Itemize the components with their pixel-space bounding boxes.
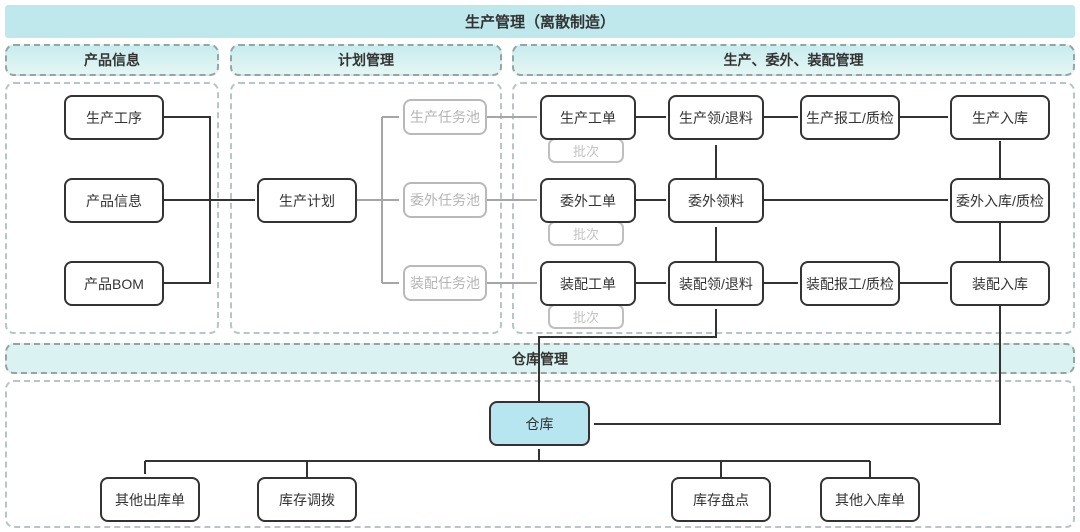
node-prod-report-qc: 生产报工/质检	[800, 95, 900, 140]
section-header-plan-mgmt: 计划管理	[230, 44, 502, 76]
node-stock-transfer: 库存调拨	[257, 477, 357, 522]
gray-edges	[357, 116, 537, 284]
node-prod-material: 生产领/退料	[668, 95, 764, 140]
node-outsource-material: 委外领料	[668, 178, 764, 223]
node-outsource-task-pool: 委外任务池	[403, 182, 487, 218]
node-product-info-label: 产品信息	[86, 192, 142, 209]
node-batch-outsource: 批次	[548, 221, 624, 246]
node-prod-process: 生产工序	[64, 95, 164, 140]
node-outsource-inbound-qc: 委外入库/质检	[950, 178, 1050, 223]
node-batch-prod: 批次	[548, 138, 624, 163]
section-header-product-info-label: 产品信息	[84, 52, 140, 68]
node-assembly-inbound: 装配入库	[950, 261, 1050, 306]
node-batch-assembly-label: 批次	[572, 310, 599, 325]
node-prod-order: 生产工单	[540, 95, 636, 140]
node-prod-plan: 生产计划	[257, 178, 357, 223]
node-prod-task-pool: 生产任务池	[403, 99, 487, 135]
node-outsource-order-label: 委外工单	[560, 192, 616, 209]
node-other-inbound: 其他入库单	[820, 477, 920, 522]
node-assembly-order-label: 装配工单	[560, 275, 616, 292]
node-assembly-inbound-label: 装配入库	[972, 275, 1028, 292]
banner-title: 生产管理（离散制造）	[464, 14, 615, 31]
node-warehouse-label: 仓库	[525, 415, 554, 432]
node-outsource-order: 委外工单	[540, 178, 636, 223]
node-assembly-material: 装配领/退料	[668, 261, 764, 306]
section-body-product-info	[5, 82, 219, 334]
node-batch-outsource-label: 批次	[572, 227, 599, 242]
node-assembly-report-qc: 装配报工/质检	[800, 261, 900, 306]
node-prod-order-label: 生产工单	[560, 109, 616, 126]
node-prod-plan-label: 生产计划	[279, 192, 335, 209]
node-outsource-inbound-qc-label: 委外入库/质检	[956, 192, 1044, 209]
edge-assemblyinbound-to-warehouse	[594, 306, 1001, 425]
node-prod-task-pool-label: 生产任务池	[410, 109, 480, 125]
node-stock-count-label: 库存盘点	[693, 491, 749, 508]
section-header-plan-mgmt-label: 计划管理	[338, 52, 394, 68]
node-assembly-task-pool: 装配任务池	[403, 265, 487, 301]
section-header-prod-outsource-assembly-label: 生产、委外、装配管理	[723, 52, 864, 68]
node-other-inbound-label: 其他入库单	[835, 491, 905, 508]
node-assembly-report-qc-label: 装配报工/质检	[806, 275, 894, 292]
node-assembly-order: 装配工单	[540, 261, 636, 306]
node-product-info: 产品信息	[64, 178, 164, 223]
node-prod-process-label: 生产工序	[86, 109, 142, 126]
node-stock-count: 库存盘点	[671, 477, 771, 522]
node-prod-inbound-label: 生产入库	[972, 109, 1028, 126]
node-batch-prod-label: 批次	[572, 144, 599, 159]
node-batch-assembly: 批次	[548, 304, 624, 329]
node-assembly-material-label: 装配领/退料	[679, 275, 753, 292]
section-body-prod-outsource-assembly	[512, 82, 1075, 334]
banner-production-management: 生产管理（离散制造）	[5, 5, 1075, 38]
node-prod-material-label: 生产领/退料	[679, 109, 753, 126]
node-other-outbound-label: 其他出库单	[115, 491, 185, 508]
black-edges	[144, 116, 1001, 477]
node-stock-transfer-label: 库存调拨	[279, 491, 335, 508]
node-prod-inbound: 生产入库	[950, 95, 1050, 140]
node-prod-report-qc-label: 生产报工/质检	[806, 109, 894, 126]
node-warehouse: 仓库	[489, 401, 590, 446]
node-product-bom-label: 产品BOM	[84, 275, 144, 292]
node-outsource-task-pool-label: 委外任务池	[410, 192, 480, 208]
node-assembly-task-pool-label: 装配任务池	[410, 275, 480, 291]
edge-warehouse-to-assemblymaterial	[538, 309, 717, 401]
section-header-product-info: 产品信息	[5, 44, 219, 76]
node-product-bom: 产品BOM	[64, 261, 164, 306]
section-body-plan-mgmt	[230, 82, 502, 334]
section-header-prod-outsource-assembly: 生产、委外、装配管理	[512, 44, 1075, 76]
node-other-outbound: 其他出库单	[100, 477, 200, 522]
node-outsource-material-label: 委外领料	[688, 192, 744, 209]
